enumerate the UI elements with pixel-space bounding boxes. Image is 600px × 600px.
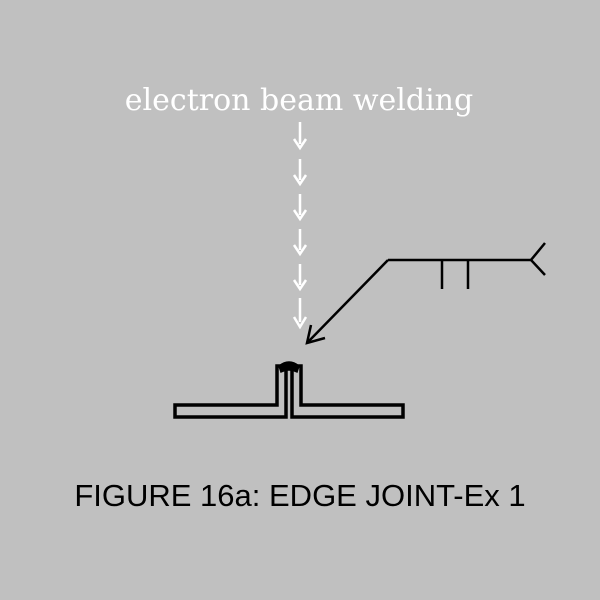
beam-label: electron beam welding: [125, 83, 473, 118]
electron-beam-arrows: [292, 122, 308, 330]
down-arrow-icon: [292, 122, 308, 151]
right-plate: [290, 364, 405, 419]
leader-arrowhead: [305, 324, 326, 345]
weld-bead: [278, 361, 300, 374]
down-arrow-icon: [292, 229, 308, 257]
leader-line: [306, 259, 389, 344]
edge-joint-plates: [173, 364, 405, 419]
left-plate: [173, 364, 288, 419]
edge-weld-symbol-icon: [305, 242, 546, 345]
down-arrow-icon: [292, 298, 308, 330]
down-arrow-icon: [292, 264, 308, 292]
down-arrow-icon: [292, 194, 308, 222]
figure-caption: FIGURE 16a: EDGE JOINT-Ex 1: [74, 478, 526, 513]
down-arrow-icon: [292, 159, 308, 187]
tail-icon: [529, 242, 546, 276]
